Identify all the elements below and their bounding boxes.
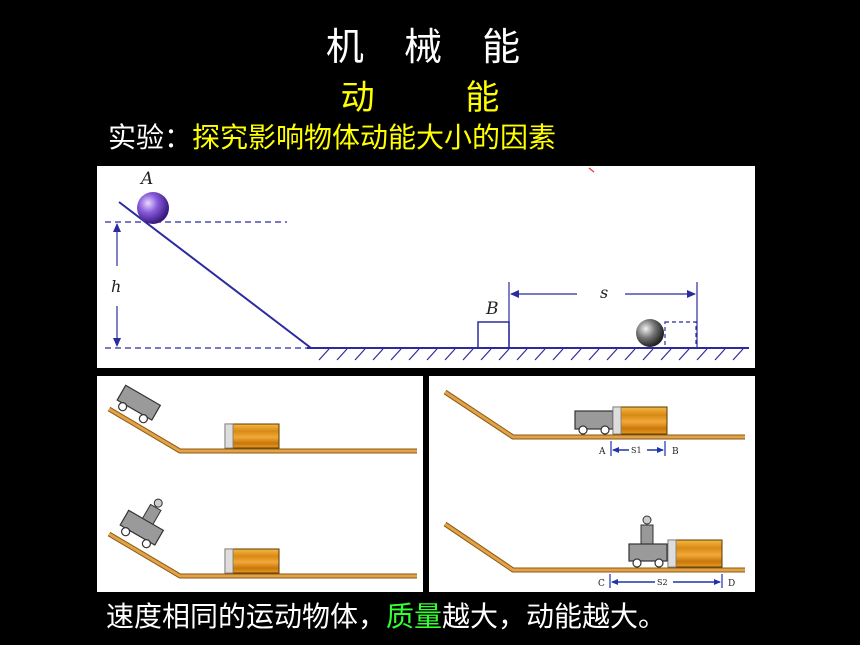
- wood-block-top: [612, 406, 668, 435]
- conclusion-part1: 速度相同的运动物体，: [106, 600, 387, 633]
- experiment-heading: 实验：探究影响物体动能大小的因素: [108, 116, 556, 156]
- slide-subtitle: 动 能: [340, 78, 540, 118]
- wood-block-bottom: [667, 539, 723, 568]
- conclusion-part2: 越大，动能越大。: [442, 600, 667, 633]
- point-a-label: A: [598, 447, 606, 457]
- distance-s1-marker: [610, 441, 666, 456]
- block-b-label: B: [485, 299, 499, 319]
- track-bottom: [107, 531, 417, 579]
- wood-block-bottom: [224, 548, 280, 574]
- distance-label: s: [600, 283, 608, 302]
- ground-hatching: [318, 348, 744, 361]
- arrow-left-icon: [510, 290, 519, 298]
- block-b: [477, 321, 510, 349]
- cart-distance-diagram: A S1 B C S2 D: [429, 376, 755, 592]
- cart-top: [116, 384, 162, 424]
- distance-s1-label: S1: [631, 446, 642, 455]
- ball-a: [137, 192, 169, 224]
- point-d-label: D: [728, 579, 735, 589]
- experiment-topic: 探究影响物体动能大小的因素: [192, 121, 557, 154]
- point-b-label: B: [672, 447, 679, 457]
- conclusion-highlight: 质量: [386, 600, 443, 633]
- arrow-down-icon: [113, 338, 121, 347]
- steel-ball: [636, 319, 664, 347]
- conclusion-text: 速度相同的运动物体，质量越大，动能越大。: [106, 595, 666, 635]
- point-c-label: C: [598, 579, 605, 589]
- cart-bottom-loaded: [628, 515, 668, 568]
- experiment-prefix: 实验：: [108, 121, 193, 154]
- moved-block: [664, 321, 697, 349]
- cart-bottom-loaded: [119, 498, 165, 549]
- arrow-up-icon: [113, 223, 121, 232]
- ramp-experiment-diagram: h A B s: [97, 166, 755, 368]
- slide-title: 机 械 能: [325, 25, 535, 69]
- arrow-right-icon: [687, 290, 696, 298]
- cart-ramp-diagram: [97, 376, 423, 592]
- cart-top: [574, 410, 614, 435]
- distance-s2-label: S2: [657, 578, 668, 587]
- ramp-line: [118, 201, 312, 349]
- track-top: [107, 406, 417, 454]
- wood-block-top: [224, 423, 280, 449]
- ball-a-label: A: [139, 169, 153, 189]
- track-bottom: [443, 521, 745, 573]
- height-label: h: [111, 277, 121, 296]
- track-top: [443, 389, 745, 440]
- distance-s2-marker: [609, 574, 723, 588]
